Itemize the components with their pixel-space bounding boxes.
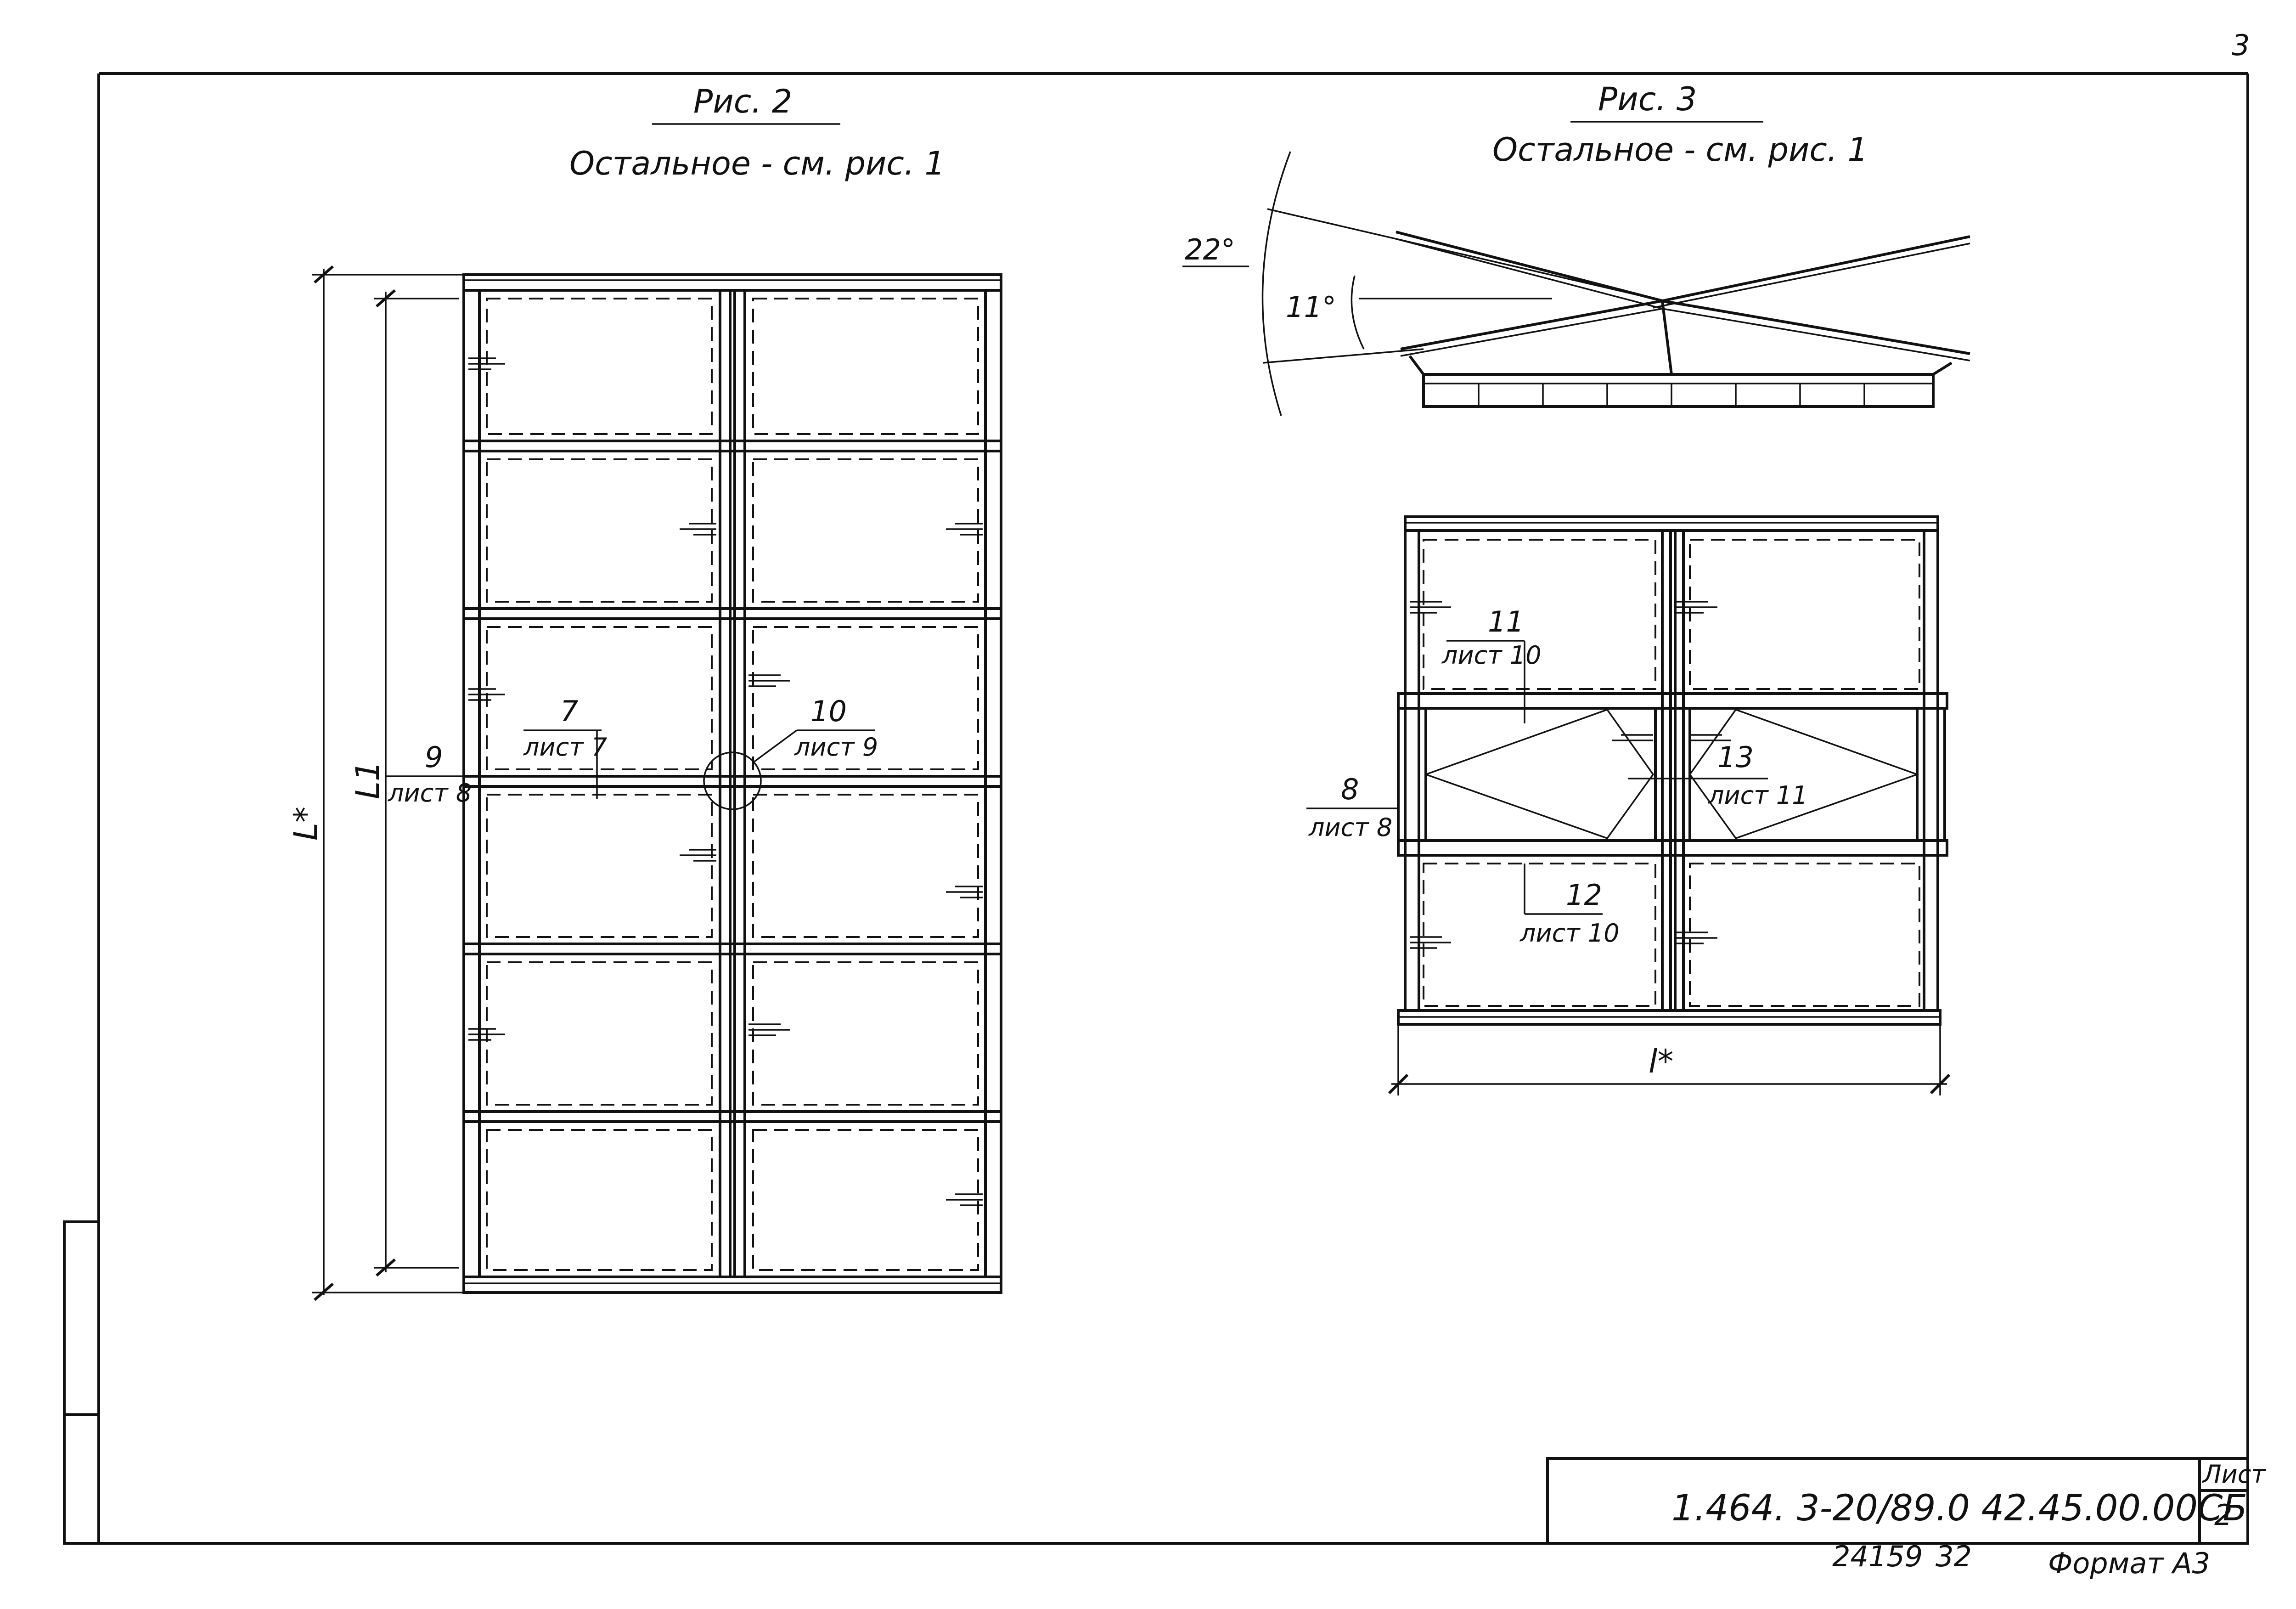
fig2-dimensions [312,265,464,1301]
corner-number: 3 [2232,28,2250,62]
callout-9-number: 9 [425,740,443,774]
callout-12-number: 12 [1566,878,1602,912]
drawing-code: 1.464. 3-20/89.0 42.45.00.00СБ [1671,1488,2247,1529]
dim-l: l* [1649,1043,1673,1080]
callout-8-number: 8 [1341,773,1359,806]
fig3-title: Рис. 3 [1598,80,1697,118]
fig3-elevation [1261,151,1970,416]
callout-13-number: 13 [1717,740,1754,774]
angle-11: 11° [1286,290,1336,324]
dim-L: L* [287,807,325,841]
inventory-number: 24159 [1832,1540,1923,1573]
format-label: Формат А3 [2048,1547,2210,1580]
callout-11-sheet: лист 10 [1441,641,1542,670]
fig3-plan [1397,515,1948,1026]
list-label: Лист [2202,1460,2266,1489]
callout-10-sheet: лист 9 [794,733,878,762]
callout-13-sheet: лист 11 [1708,781,1808,810]
callout-8-sheet: лист 8 [1308,813,1392,842]
fig3-dimension [1388,1024,1951,1095]
dim-L1: L1 [349,761,387,799]
sheet-frame [63,72,2249,1545]
callout-12-sheet: лист 10 [1519,919,1620,948]
callout-7-number: 7 [560,694,578,728]
callout-9-sheet: лист 8 [388,779,472,807]
callout-11-number: 11 [1488,605,1524,638]
copy-number: 32 [1936,1540,1972,1573]
fig3-callout-leaders [1306,640,1768,915]
callout-7-sheet: лист 7 [523,733,607,762]
angle-22: 22° [1185,233,1235,266]
fig2-plan [462,273,1002,1294]
fig2-subtitle: Остальное - см. рис. 1 [569,145,945,182]
list-number: 2 [2214,1498,2232,1532]
title-block [1546,1457,2249,1545]
fig3-subtitle: Остальное - см. рис. 1 [1492,131,1868,169]
fig2-callout-leaders [386,729,875,799]
fig2-title: Рис. 2 [693,83,792,120]
callout-10-number: 10 [810,694,847,728]
